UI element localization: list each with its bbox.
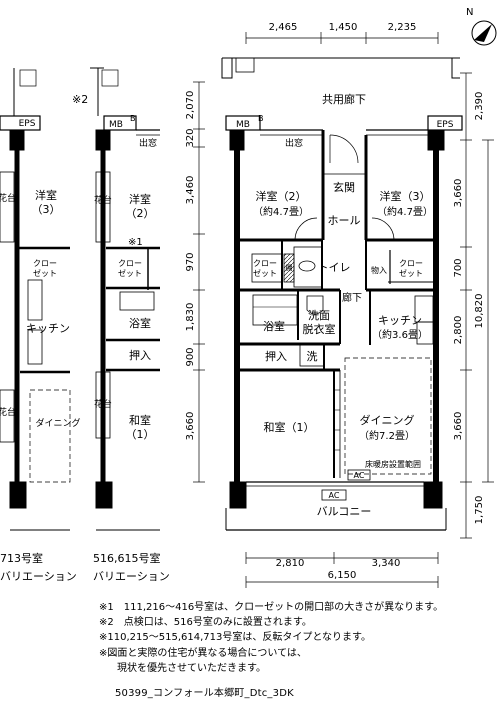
eps-label: EPS [437, 120, 454, 130]
v516-mark2: ※2 [72, 93, 88, 106]
dim-right-2: 3,660 [453, 179, 464, 208]
demado-label: 出窓 [285, 137, 303, 149]
genkan-label: 玄関 [333, 180, 355, 194]
v516-caption-2: バリエーション [93, 570, 170, 583]
toilet-label: トイレ [318, 261, 351, 274]
dim-right-1: 2,390 [474, 92, 485, 121]
v713-kadai-label-2: 花台 [0, 406, 16, 418]
v516-closet-label-1: クロー [118, 259, 142, 268]
v713-yoshitsu-label: 洋室 [35, 188, 57, 202]
floorheat-label: 床暖房設置範囲 [365, 459, 421, 469]
footer-code: 50399_コンフォール本郷町_Dtc_3DK [115, 688, 294, 699]
v516-caption-1: 516,615号室 [93, 551, 161, 565]
note-2: ※2 点検口は、516号室のみに設置されます。 [99, 617, 312, 629]
kitchen-size: （約3.6畳） [372, 328, 428, 341]
dim-right-total: 10,820 [474, 294, 485, 329]
dimensions-right [460, 72, 494, 539]
ac-label-indoor: AC [354, 471, 365, 480]
mb-label: MB [236, 120, 250, 130]
variation-713-plan [0, 68, 71, 531]
dim-bottom-2: 3,340 [372, 558, 401, 569]
dimensions-bottom [245, 552, 439, 588]
dim-left-1: 2,070 [185, 91, 196, 120]
closet-right-label-2: ゼット [399, 268, 423, 278]
v516-closet-label-2: ゼット [118, 268, 142, 278]
dining-size: （約7.2畳） [359, 429, 415, 442]
dim-bottom-1: 2,810 [276, 558, 305, 569]
dim-left-2: 320 [185, 128, 196, 147]
v516-kadai-label: 花台 [94, 194, 112, 206]
v713-eps-label: EPS [19, 119, 36, 129]
v516-washitsu-label: 和室 [129, 413, 151, 427]
ac-label-outdoor: AC [329, 491, 340, 500]
notes: ※1 111,216〜416号室は、クローゼットの開口部の大きさが異なります。 … [99, 600, 499, 676]
dim-left-3: 3,460 [185, 176, 196, 205]
dim-left-5: 1,830 [185, 303, 196, 332]
v713-kadai-label: 花台 [0, 192, 16, 204]
dim-right-3: 700 [453, 258, 464, 277]
north-arrow-icon: N [466, 7, 497, 46]
monoire-label: 物入 [371, 265, 387, 275]
dim-left-7: 3,660 [185, 412, 196, 441]
v713-kitchen-label: キッチン [26, 322, 70, 335]
closet-right-label-1: クロー [399, 259, 423, 268]
v516-yoshitsu-num: （2） [126, 207, 155, 220]
washitsu-label: 和室（1） [264, 420, 315, 434]
senmen-label-1: 洗面 [308, 309, 330, 322]
dim-top-2: 1,450 [329, 22, 358, 33]
corridor-label: 共用廊下 [322, 92, 366, 106]
dining-label: ダイニング [360, 413, 415, 427]
dim-top-1: 2,465 [269, 22, 298, 33]
dimensions-left [193, 81, 205, 483]
sen-label: 洗 [307, 350, 318, 363]
v713-yoshitsu-num: （3） [32, 203, 61, 216]
dimensions-top [245, 32, 439, 44]
yoshitsu2-size: （約4.7畳） [253, 205, 309, 218]
dim-bottom-total: 6,150 [328, 570, 357, 581]
closet-left-label-2: ゼット [253, 268, 277, 278]
dim-right-4: 2,800 [453, 316, 464, 345]
dim-left-6: 900 [185, 347, 196, 366]
yoshitsu3-size: （約4.7畳） [377, 205, 433, 218]
v713-closet-label-1: クロー [33, 259, 57, 268]
v516-washitsu-num: （1） [126, 428, 155, 441]
v516-yoshitsu-label: 洋室 [129, 192, 151, 206]
balcony-label: バルコニー [317, 505, 372, 518]
dim-top-3: 2,235 [388, 22, 417, 33]
note-1: ※1 111,216〜416号室は、クローゼットの開口部の大きさが異なります。 [99, 602, 444, 613]
dim-left-4: 970 [185, 252, 196, 271]
hall-label: ホール [328, 214, 361, 227]
yoshitsu3-label: 洋室（3） [380, 189, 431, 203]
main-unit-plan [221, 57, 463, 531]
note-5: 現状を優先させていただきます。 [117, 662, 266, 674]
v516-demado-label: 出窓 [139, 137, 157, 149]
v713-closet-label-2: ゼット [33, 268, 57, 278]
v516-kadai-label-2: 花台 [94, 398, 112, 410]
v516-mb-label: MB [109, 120, 123, 130]
variation-516-plan [90, 67, 160, 531]
v713-caption-2: バリエーション [0, 570, 77, 583]
v516-mark1: ※1 [128, 237, 143, 248]
yokushitsu-label: 浴室 [263, 319, 285, 333]
v516-yokushitsu-label: 浴室 [129, 316, 151, 330]
note-4: ※図面と実際の住宅が異なる場合については、 [99, 647, 307, 659]
dim-right-5: 3,660 [453, 412, 464, 441]
oshiire-label: 押入 [265, 349, 287, 363]
closet-left-label-1: クロー [253, 259, 277, 268]
yoshitsu2-label: 洋室（2） [256, 189, 307, 203]
dim-right-6: 1,750 [474, 496, 485, 525]
senmen-label-2: 脱衣室 [303, 322, 336, 336]
v713-dining-label: ダイニング [35, 417, 80, 429]
b-label: B [258, 114, 264, 123]
note-3: ※110,215〜515,614,713号室は、反転タイプとなります。 [99, 632, 372, 644]
tana-label: 棚 [286, 263, 293, 272]
north-label: N [466, 7, 473, 18]
v713-caption-1: 713号室 [0, 551, 43, 565]
kitchen-label: キッチン [378, 314, 422, 327]
rouka-label: 廊下 [342, 291, 362, 304]
v516-b-label: B [130, 114, 136, 123]
v516-oshiire-label: 押入 [129, 348, 151, 362]
